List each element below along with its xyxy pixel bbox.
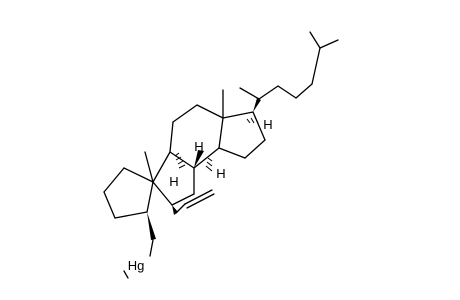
ring-c — [169, 104, 224, 169]
organomercury-group — [123, 212, 156, 279]
hydrogen-label: H — [194, 139, 203, 154]
bold-wedge-h — [194, 150, 204, 168]
side-chain — [239, 31, 339, 112]
mercury-label: Hg — [128, 258, 145, 273]
hydrogen-label: H — [216, 166, 225, 181]
ring-d — [218, 111, 266, 159]
vinyl-group — [172, 189, 215, 215]
methyl-groups — [144, 89, 224, 183]
ring-b — [152, 151, 195, 206]
stereo-hash-bonds — [174, 116, 259, 172]
hydrogen-label: H — [263, 117, 272, 132]
hydrogen-label: H — [169, 174, 178, 189]
ring-a — [103, 167, 154, 219]
